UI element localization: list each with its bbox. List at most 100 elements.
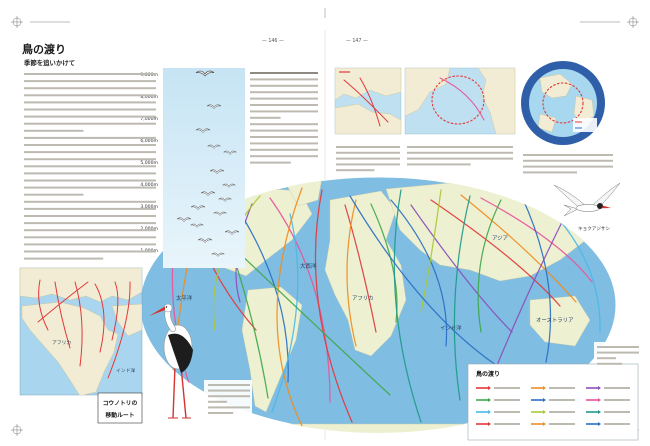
legend-label xyxy=(604,387,630,389)
sidebar-text-line xyxy=(250,97,318,100)
stork-eye xyxy=(165,306,168,308)
bird-silhouette xyxy=(207,144,221,149)
body-text-line xyxy=(24,250,156,253)
sidebar-text-line xyxy=(250,161,291,164)
stork-beak xyxy=(149,306,165,316)
globe-land xyxy=(539,73,573,99)
bird-silhouette xyxy=(197,238,213,243)
map-b-route xyxy=(439,77,485,121)
legend-label xyxy=(604,399,630,401)
stork-route xyxy=(37,281,89,323)
legend-arrowhead xyxy=(488,398,491,402)
map-b-loop-route xyxy=(431,75,485,125)
legend-label xyxy=(494,399,520,401)
caption-text-line xyxy=(597,346,639,348)
caption-text-line xyxy=(208,406,250,409)
migration-route xyxy=(393,189,422,423)
legend-arrowhead xyxy=(598,410,601,414)
legend-arrowhead xyxy=(543,410,546,414)
tern-body xyxy=(575,204,601,212)
tern-beak xyxy=(602,205,611,209)
stork-route xyxy=(38,279,49,331)
inset-title-box xyxy=(97,392,143,424)
bird-silhouette xyxy=(209,169,225,174)
bird-silhouette xyxy=(224,230,240,235)
altitude-sky xyxy=(163,68,245,268)
tern-label: キョクアジサシ xyxy=(578,226,610,232)
migration-route xyxy=(314,189,353,423)
bird-body xyxy=(207,144,221,149)
migration-route xyxy=(520,194,552,363)
body-text-line xyxy=(24,108,156,111)
sidebar-text-line xyxy=(250,136,318,138)
sidebar-text-line xyxy=(250,84,318,87)
stork-wing xyxy=(168,333,193,373)
legend-label xyxy=(494,387,520,389)
body-text-line xyxy=(24,115,156,118)
caption-text-line xyxy=(336,169,375,172)
legend-box xyxy=(467,363,639,441)
bird-silhouette xyxy=(190,223,204,228)
label-asia: アジア xyxy=(492,235,508,242)
map-b-land xyxy=(405,68,451,117)
continent-europe-africa xyxy=(324,190,407,357)
tern-tail xyxy=(563,204,579,217)
caption-text-line xyxy=(336,151,400,154)
body-text-line xyxy=(24,80,156,83)
legend-arrowhead xyxy=(598,398,601,402)
inset-land-arabia xyxy=(111,303,142,337)
body-text-line xyxy=(24,222,156,225)
inset-land-europe xyxy=(20,268,142,303)
legend-label xyxy=(549,411,575,413)
caption-text-line xyxy=(208,400,227,403)
arctic-tern-figure: キョクアジサシ xyxy=(553,182,621,232)
bird-silhouette xyxy=(218,197,232,202)
legend-arrowhead xyxy=(543,386,546,390)
legend-arrowhead xyxy=(488,410,491,414)
page-subtitle: 季節を追いかけて xyxy=(23,58,75,67)
body-text-line xyxy=(24,179,156,182)
sidebar-text-line xyxy=(250,129,318,132)
body-text-line xyxy=(24,129,84,132)
stork-head xyxy=(163,303,173,313)
bird-body xyxy=(195,70,215,77)
bird-silhouettes xyxy=(176,70,240,257)
body-text-line xyxy=(24,243,156,246)
migration-route xyxy=(430,199,561,307)
body-text-line xyxy=(24,172,156,175)
altitude-label: 5,000m xyxy=(140,160,158,166)
folio-left: — 146 — xyxy=(262,38,284,44)
legend-arrowhead xyxy=(598,422,601,426)
label-africa: アフリカ xyxy=(352,295,374,302)
sidebar-text-line xyxy=(250,148,318,151)
bird-body xyxy=(195,128,211,133)
legend-arrowhead xyxy=(543,422,546,426)
caption-text-line xyxy=(407,146,513,148)
legend-arrowhead xyxy=(543,398,546,402)
map-a-route xyxy=(359,77,381,127)
map-a-route xyxy=(343,79,389,123)
body-text-line xyxy=(24,158,156,161)
bird-silhouette xyxy=(211,252,225,257)
caption-text-line xyxy=(208,412,234,414)
sidebar-text-line xyxy=(250,155,318,158)
legend-label xyxy=(494,423,520,425)
bird-silhouette xyxy=(223,150,237,155)
altitude-label: 3,000m xyxy=(140,204,158,210)
stork-route-inset: アフリカ インド洋 コウノトリの 移動ルート xyxy=(19,267,143,424)
continent-australia xyxy=(529,295,591,347)
globe-route xyxy=(542,82,584,124)
globe-key xyxy=(573,118,597,132)
caption-text-line xyxy=(336,146,400,148)
sidebar-text-line xyxy=(250,142,318,145)
bird-body xyxy=(222,183,236,188)
legend-label xyxy=(494,411,520,413)
polar-globe xyxy=(521,61,605,145)
bird-body xyxy=(218,197,232,202)
legend-label xyxy=(604,411,630,413)
migration-route xyxy=(276,187,303,427)
bird-body xyxy=(213,211,227,216)
caption-text-line xyxy=(523,171,577,174)
altitude-label: 6,000m xyxy=(140,138,158,144)
europe-route-map xyxy=(334,67,402,135)
